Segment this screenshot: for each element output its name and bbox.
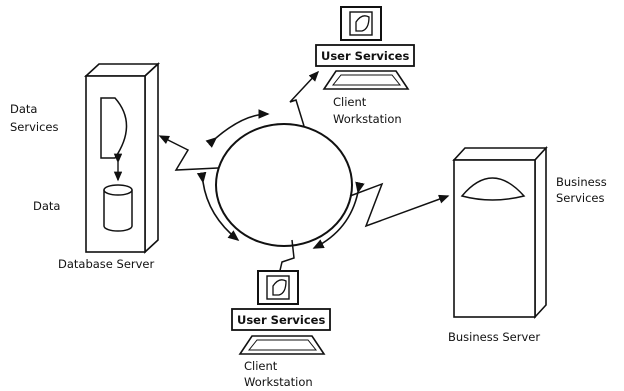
client-workstation-top — [315, 6, 415, 90]
network-links — [158, 70, 450, 298]
client-workstation-bottom — [231, 270, 331, 355]
client-bottom-caption-1: Client — [244, 359, 278, 373]
user-services-box-bottom — [231, 308, 331, 331]
client-top-caption-2: Workstation — [333, 112, 402, 126]
business-services-label-2: Services — [556, 191, 605, 205]
business-services-label-1: Business — [556, 175, 607, 189]
database-server-caption: Database Server — [58, 257, 155, 271]
data-store-label: Data — [33, 199, 60, 213]
business-server — [452, 145, 548, 320]
data-services-label-2: Services — [10, 120, 59, 134]
business-services-shape — [460, 177, 526, 201]
data-services-label-1: Data — [10, 102, 37, 116]
database-server — [83, 62, 161, 254]
network-arrows — [196, 109, 365, 249]
link-database — [158, 135, 219, 171]
monitor-screen-icon — [355, 15, 370, 32]
client-bottom-caption-2: Workstation — [244, 375, 313, 389]
user-services-label-top: User Services — [321, 49, 409, 63]
user-services-box-top — [315, 44, 415, 67]
network-ellipse — [215, 123, 353, 247]
user-services-label-bottom: User Services — [237, 313, 325, 327]
client-top-caption-1: Client — [333, 95, 367, 109]
link-client-top — [289, 70, 320, 127]
database-cylinder-icon — [103, 184, 133, 232]
monitor-screen-icon — [272, 279, 287, 296]
link-business — [349, 182, 450, 228]
business-server-caption: Business Server — [448, 330, 540, 344]
